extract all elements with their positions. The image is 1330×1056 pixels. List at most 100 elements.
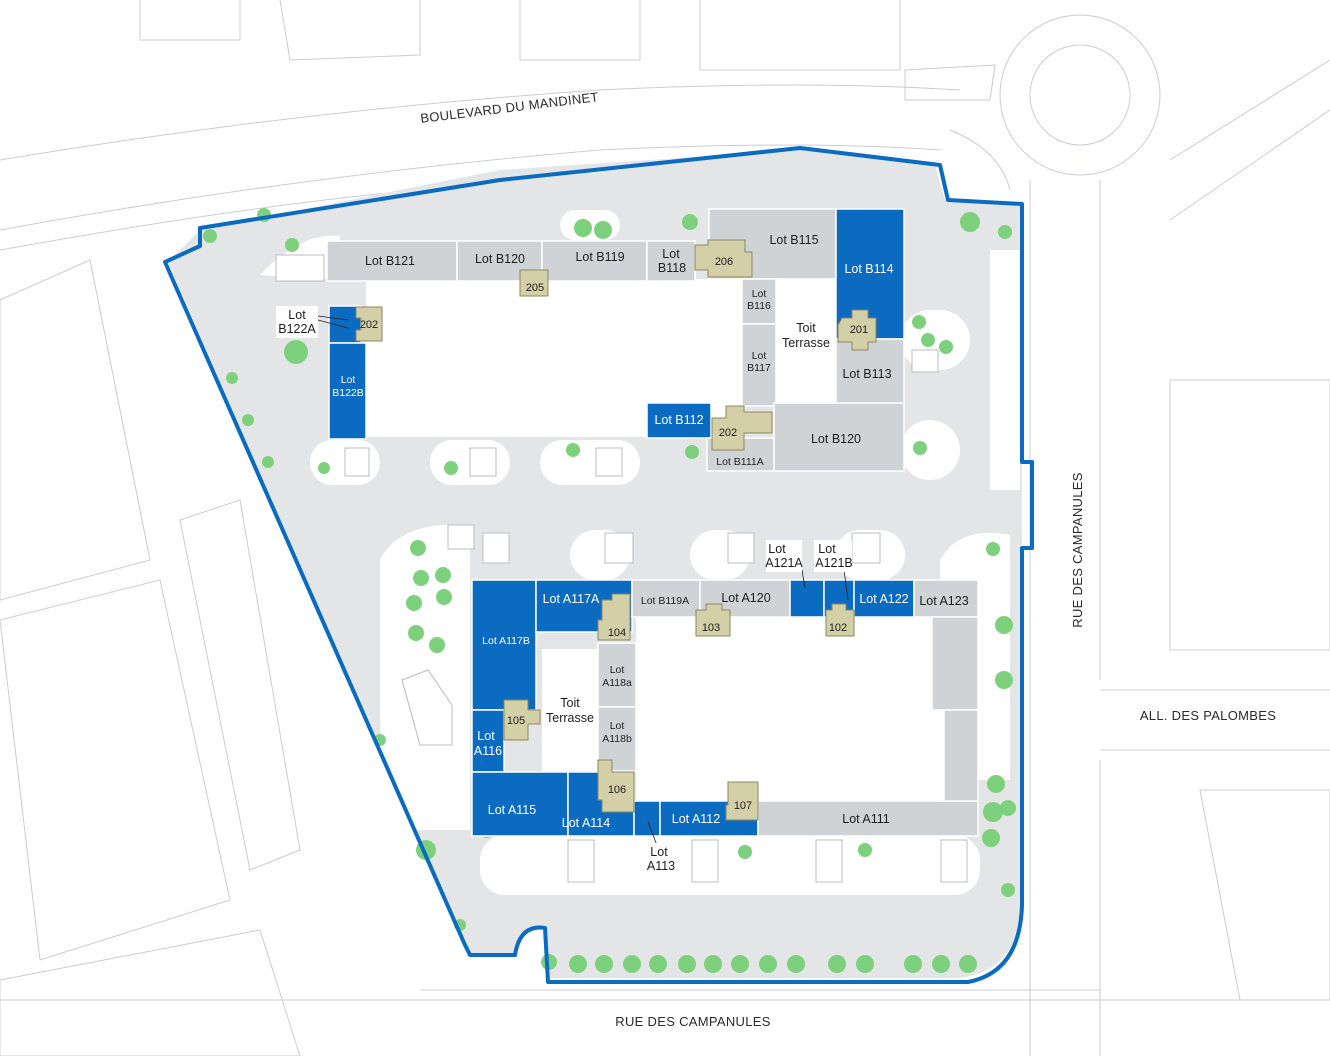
- label-lot-a121b-l1: Lot: [818, 542, 836, 556]
- core-104: [597, 593, 631, 641]
- leader-lines: [317, 315, 849, 849]
- lot-b118[interactable]: [646, 240, 696, 282]
- label-lot-a121a-l2: A121A: [765, 556, 803, 570]
- building-a-labels: Lot A117A Lot A117B Lot B119A Lot A120 L…: [474, 542, 969, 873]
- label-lot-b122b-l1: Lot: [341, 374, 356, 386]
- lot-b119[interactable]: [541, 240, 648, 282]
- label-lot-b116-l2: B116: [747, 300, 771, 312]
- label-terrace-b-l1: Toit: [796, 321, 816, 335]
- street-east-branch: ALL. DES PALOMBES: [1140, 708, 1276, 723]
- street-east: RUE DES CAMPANULES: [1070, 472, 1085, 627]
- label-lot-a116-l2: A116: [474, 744, 502, 758]
- label-core-202: 202: [719, 427, 737, 439]
- lot-b112[interactable]: [646, 402, 712, 439]
- label-lot-a121b-l2: A121B: [815, 556, 853, 570]
- label-core-206: 206: [715, 256, 733, 268]
- label-lot-a120: Lot A120: [721, 591, 770, 605]
- lot-a113[interactable]: [633, 800, 661, 837]
- label-lot-b112: Lot B112: [654, 413, 703, 427]
- label-lot-b120-north: Lot B120: [475, 252, 525, 266]
- lot-a-east-lower[interactable]: [943, 709, 979, 802]
- lot-b122b[interactable]: [328, 342, 367, 440]
- label-core-104: 104: [608, 627, 626, 639]
- label-lot-b113: Lot B113: [842, 367, 891, 381]
- lot-a118a[interactable]: [597, 642, 637, 708]
- label-terrace-a-l2: Terrasse: [546, 711, 594, 725]
- label-lot-b119: Lot B119: [575, 250, 624, 264]
- label-lot-b122b-l2: B122B: [332, 387, 364, 399]
- label-lot-a121a-l1: Lot: [768, 542, 786, 556]
- label-lot-b114: Lot B114: [844, 262, 893, 276]
- label-lot-a111: Lot A111: [842, 812, 890, 826]
- core-106: [597, 759, 635, 813]
- street-south: RUE DES CAMPANULES: [615, 1014, 770, 1029]
- label-lot-a118a-l1: Lot: [610, 664, 625, 676]
- label-core-105: 105: [507, 715, 525, 727]
- label-lot-b118-l1: Lot: [662, 247, 680, 261]
- label-lot-b118-l2: B118: [658, 261, 686, 275]
- label-lot-a115: Lot A115: [488, 803, 536, 817]
- roof-terrace-a: [542, 649, 598, 771]
- label-lot-b121: Lot B121: [365, 254, 415, 268]
- label-lot-b117-l1: Lot: [752, 350, 767, 362]
- label-lot-b119a: Lot B119A: [641, 595, 689, 607]
- building-a: [471, 579, 979, 837]
- lot-a121a[interactable]: [789, 579, 825, 618]
- label-lot-a112: Lot A112: [672, 812, 720, 826]
- core-201: [837, 309, 877, 351]
- label-core-107: 107: [734, 800, 752, 812]
- label-core-205: 205: [526, 282, 544, 294]
- lot-b121[interactable]: [326, 240, 458, 282]
- label-plates: [276, 306, 852, 875]
- label-core-106: 106: [608, 784, 626, 796]
- label-lot-a117b: Lot A117B: [482, 635, 530, 647]
- lot-b117[interactable]: [741, 323, 777, 407]
- core-205: [519, 269, 549, 297]
- label-terrace-b-l2: Terrasse: [782, 336, 830, 350]
- core-105: [503, 699, 541, 741]
- lot-a-east[interactable]: [931, 616, 979, 711]
- label-lot-a117a: Lot A117A: [543, 592, 600, 606]
- label-lot-b111a: Lot B111A: [716, 456, 763, 468]
- label-lot-b122a-l2: B122A: [278, 322, 316, 336]
- label-lot-a114: Lot A114: [562, 816, 610, 830]
- lot-a122[interactable]: [853, 579, 915, 618]
- label-core-102: 102: [829, 622, 847, 634]
- building-b-labels: Lot B121 Lot B120 Lot B119 Lot B118 Lot …: [278, 233, 893, 468]
- label-core-201: 201: [850, 324, 868, 336]
- label-lot-a113-l1: Lot: [650, 845, 668, 859]
- building-b: [326, 208, 905, 472]
- lot-a111[interactable]: [757, 800, 979, 837]
- label-lot-b120-south: Lot B120: [811, 432, 861, 446]
- core-206: [694, 239, 753, 278]
- lot-a115[interactable]: [471, 771, 569, 837]
- trees: [203, 208, 1016, 973]
- label-lot-a123: Lot A123: [919, 594, 968, 608]
- street-north: BOULEVARD DU MANDINET: [419, 89, 599, 126]
- label-lot-b122a-l1: Lot: [288, 308, 306, 322]
- lot-a118b[interactable]: [597, 706, 637, 772]
- roof-terrace-b: [776, 279, 836, 403]
- label-lot-b116-l1: Lot: [752, 288, 767, 300]
- core-202: [711, 405, 773, 451]
- core-204: [355, 306, 383, 342]
- label-lot-a118b-l2: A118b: [602, 733, 632, 745]
- lot-b120-south[interactable]: [773, 402, 905, 472]
- label-core-103: 103: [702, 622, 720, 634]
- label-lot-a122: Lot A122: [859, 592, 908, 606]
- label-lot-a113-l2: A113: [647, 859, 675, 873]
- label-lot-a116-l1: Lot: [477, 729, 495, 743]
- label-lot-a118b-l1: Lot: [610, 720, 625, 732]
- site-boundary: [163, 146, 1034, 984]
- lot-a116[interactable]: [471, 709, 505, 773]
- core-102: [825, 603, 855, 637]
- lot-b119a[interactable]: [631, 579, 701, 618]
- core-103: [695, 603, 731, 637]
- core-107: [725, 781, 759, 821]
- label-lot-b115: Lot B115: [769, 233, 818, 247]
- lot-b114[interactable]: [835, 208, 905, 340]
- label-terrace-a-l1: Toit: [560, 696, 580, 710]
- lot-b113[interactable]: [835, 338, 905, 406]
